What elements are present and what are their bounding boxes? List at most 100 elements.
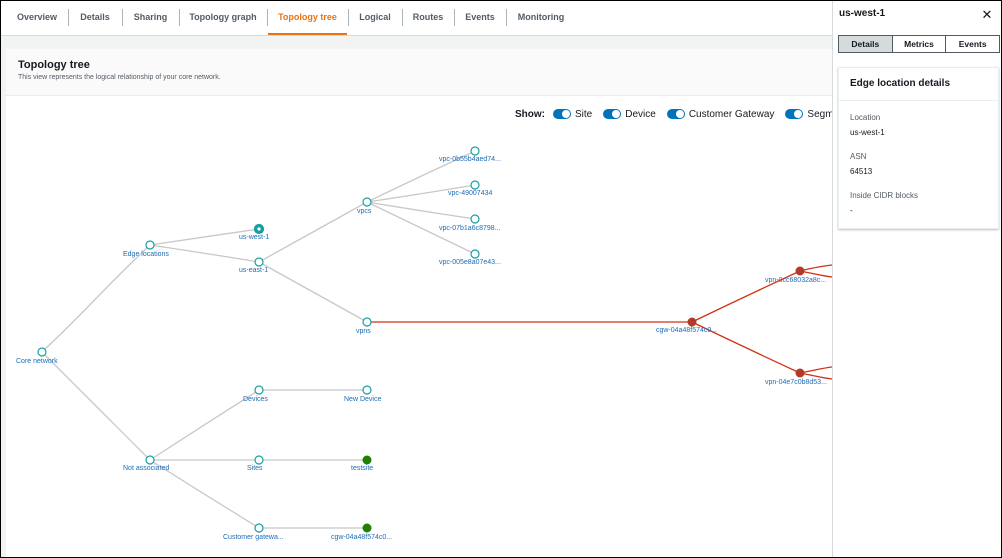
node-label-vpc-1: vpc-0b55b4aed74... bbox=[439, 156, 501, 163]
node-customer-gateways[interactable] bbox=[254, 523, 264, 533]
tab-divider bbox=[179, 9, 180, 26]
device-toggle[interactable] bbox=[603, 109, 622, 119]
device-toggle-label: Device bbox=[625, 108, 656, 120]
node-testsite[interactable] bbox=[362, 455, 372, 465]
customer-gateway-toggle-label: Customer Gateway bbox=[688, 108, 775, 120]
edge-notassoc-custgw bbox=[149, 459, 260, 529]
edge-vpcs-vpc2 bbox=[366, 184, 476, 203]
tab-monitoring[interactable]: Monitoring bbox=[517, 12, 565, 22]
site-toggle-label: Site bbox=[575, 108, 593, 120]
field-inside-cidr-key: Inside CIDR blocks bbox=[850, 191, 919, 200]
segment-toggle[interactable] bbox=[785, 109, 804, 119]
edge-use1-vpns bbox=[258, 261, 368, 323]
node-label-vpn-1: vpn-0cc68032a8c... bbox=[765, 277, 826, 284]
close-icon[interactable]: ✕ bbox=[981, 7, 993, 22]
edge-cgw-vpn2 bbox=[691, 321, 801, 374]
tab-overview[interactable]: Overview bbox=[16, 12, 58, 22]
tab-divider bbox=[402, 9, 403, 26]
tab-divider bbox=[122, 9, 123, 26]
details-drawer: us-west-1 ✕ Details Metrics Events Edge … bbox=[832, 1, 1001, 557]
node-core-network[interactable] bbox=[37, 347, 47, 357]
edge-vpn1-offscreen-a bbox=[799, 264, 832, 272]
node-vpns[interactable] bbox=[362, 317, 372, 327]
field-asn-key: ASN bbox=[850, 152, 867, 161]
node-new-device[interactable] bbox=[362, 385, 372, 395]
field-location: Location us-west-1 bbox=[850, 113, 885, 137]
node-vpn-2[interactable] bbox=[795, 368, 805, 378]
drawer-title: us-west-1 bbox=[839, 8, 886, 19]
node-edge-locations[interactable] bbox=[145, 240, 155, 250]
tab-divider bbox=[68, 9, 69, 26]
node-label-new-device: New Device bbox=[344, 396, 381, 403]
edge-vpn2-offscreen-a bbox=[799, 366, 832, 374]
topology-tree-graph: Core network Edge locations us-west-1 us… bbox=[16, 146, 832, 541]
customer-gateway-toggle[interactable] bbox=[666, 109, 685, 119]
edge-cgw-vpn1 bbox=[691, 270, 801, 323]
node-label-sites: Sites bbox=[247, 465, 263, 472]
field-location-value: us-west-1 bbox=[850, 128, 885, 137]
drawer-tab-metrics[interactable]: Metrics bbox=[891, 36, 946, 52]
drawer-tabs: Details Metrics Events bbox=[838, 35, 1000, 53]
node-sites[interactable] bbox=[254, 455, 264, 465]
node-label-vpc-2: vpc-49007434 bbox=[448, 190, 492, 197]
show-label: Show: bbox=[515, 108, 545, 120]
node-vpc-3[interactable] bbox=[470, 214, 480, 224]
edge-location-details-card: Edge location details Location us-west-1… bbox=[838, 67, 999, 229]
edge-core-notassoc bbox=[41, 351, 151, 461]
node-label-not-associated: Not associated bbox=[123, 465, 169, 472]
tab-divider bbox=[348, 9, 349, 26]
page-title: Topology tree bbox=[18, 59, 90, 71]
page-description: This view represents the logical relatio… bbox=[18, 74, 221, 81]
tab-divider bbox=[454, 9, 455, 26]
node-label-vpc-3: vpc-07b1a6c8798... bbox=[439, 225, 501, 232]
node-label-vpns: vpns bbox=[356, 328, 371, 335]
node-label-edge-locations: Edge locations bbox=[123, 251, 169, 258]
tab-divider bbox=[506, 9, 507, 26]
node-label-customer-gateway-2: cgw-04a48f574c0... bbox=[331, 534, 392, 541]
tab-bar: Overview Details Sharing Topology graph … bbox=[1, 1, 832, 36]
node-label-vpcs: vpcs bbox=[357, 208, 372, 215]
tab-topology-graph[interactable]: Topology graph bbox=[189, 12, 257, 22]
tab-details[interactable]: Details bbox=[80, 12, 110, 22]
edge-edge-usw1 bbox=[149, 228, 260, 246]
tree-nodes: Core network Edge locations us-west-1 us… bbox=[16, 146, 827, 541]
node-label-customer-gateways: Customer gatewa... bbox=[223, 534, 284, 541]
edge-vpcs-vpc3 bbox=[366, 201, 476, 220]
node-customer-gateway[interactable] bbox=[687, 317, 697, 327]
tab-sharing[interactable]: Sharing bbox=[133, 12, 168, 22]
node-label-customer-gateway: cgw-04a48f574c0... bbox=[656, 327, 717, 334]
node-label-vpc-4: vpc-005e8a07e43... bbox=[439, 259, 501, 266]
edge-use1-vpcs bbox=[258, 201, 368, 263]
node-vpc-2[interactable] bbox=[470, 180, 480, 190]
node-customer-gateway-2[interactable] bbox=[362, 523, 372, 533]
node-vpc-4[interactable] bbox=[470, 249, 480, 259]
drawer-tab-details[interactable]: Details bbox=[839, 36, 892, 52]
edge-notassoc-devices bbox=[149, 389, 260, 461]
node-devices[interactable] bbox=[254, 385, 264, 395]
field-asn: ASN 64513 bbox=[850, 152, 872, 176]
tab-routes[interactable]: Routes bbox=[412, 12, 444, 22]
tree-edges bbox=[41, 150, 832, 529]
edge-vpcs-vpc4 bbox=[366, 201, 476, 255]
node-vpc-1[interactable] bbox=[470, 146, 480, 156]
tab-events[interactable]: Events bbox=[465, 12, 495, 22]
node-not-associated[interactable] bbox=[145, 455, 155, 465]
field-asn-value: 64513 bbox=[850, 167, 873, 176]
edge-vpcs-vpc1 bbox=[366, 150, 476, 203]
tab-topology-tree[interactable]: Topology tree bbox=[268, 1, 347, 35]
node-us-east-1[interactable] bbox=[254, 257, 264, 267]
edge-core-edge bbox=[41, 244, 151, 353]
node-vpcs[interactable] bbox=[362, 197, 372, 207]
show-filters: Show: Site Device Customer Gateway Segme… bbox=[515, 106, 855, 122]
drawer-tab-events[interactable]: Events bbox=[945, 36, 999, 52]
edge-edge-use1 bbox=[149, 244, 260, 263]
site-toggle[interactable] bbox=[553, 109, 571, 119]
node-label-testsite: testsite bbox=[351, 465, 373, 472]
node-label-vpn-2: vpn-04e7c0b8d53... bbox=[765, 379, 827, 386]
card-title: Edge location details bbox=[839, 68, 998, 101]
tab-logical[interactable]: Logical bbox=[359, 12, 391, 22]
field-inside-cidr: Inside CIDR blocks - bbox=[850, 191, 918, 215]
node-vpn-1[interactable] bbox=[795, 266, 805, 276]
node-us-west-1-center bbox=[257, 227, 261, 231]
